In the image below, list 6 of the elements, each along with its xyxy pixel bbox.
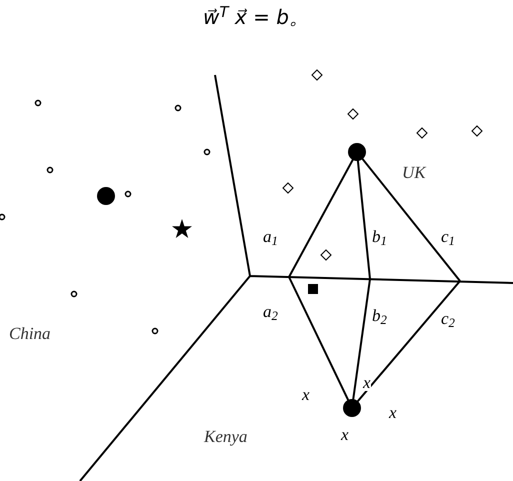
point-label: b$_{2}$ — [372, 307, 387, 324]
equation-title: w⃗$^{T}$ x⃗ = b。 — [202, 2, 310, 31]
region-label: China — [9, 325, 51, 342]
region-label: UK — [402, 164, 426, 181]
region-label: Kenya — [204, 428, 248, 445]
point-label: b$_{1}$ — [372, 228, 387, 245]
